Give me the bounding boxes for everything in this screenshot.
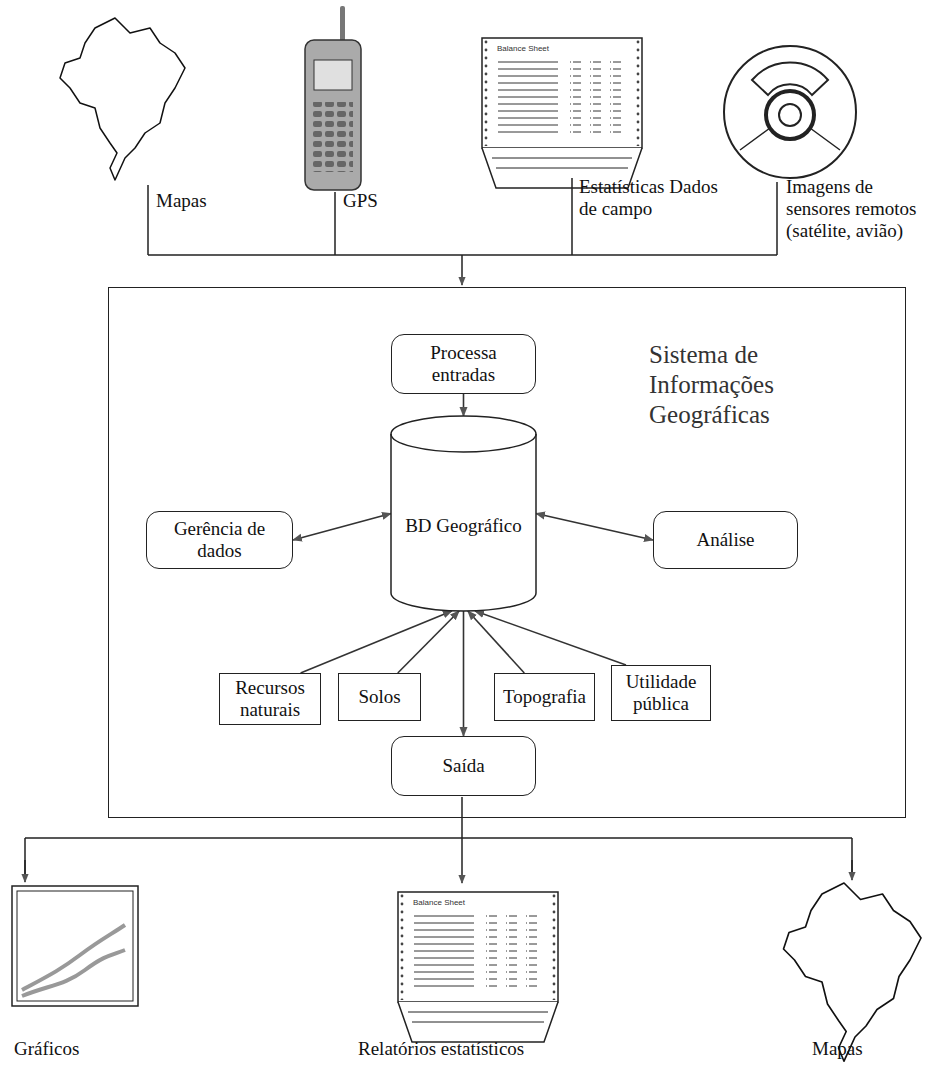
- box-label: Gerência de dados: [155, 518, 284, 562]
- input-label: Mapas: [156, 190, 207, 212]
- flow-arrow: [468, 611, 524, 673]
- process-box: Gerência de dados: [146, 511, 293, 569]
- box-label: BD Geográfico: [405, 515, 522, 537]
- sheet-title: Balance Sheet: [497, 44, 549, 53]
- output-label: Mapas: [812, 1038, 863, 1060]
- process-box: Saída: [391, 736, 536, 796]
- data-layer-box: Utilidade pública: [611, 665, 711, 721]
- flow-arrow: [536, 514, 653, 541]
- output-label: Relatórios estatísticos: [358, 1038, 524, 1060]
- box-label: Análise: [696, 529, 754, 551]
- data-layer-box: Topografia: [494, 673, 595, 721]
- box-label: Processa entradas: [400, 342, 527, 386]
- box-label: Solos: [358, 686, 400, 708]
- box-label: Saída: [442, 755, 484, 777]
- flow-arrow: [463, 611, 465, 736]
- database-cylinder: BD Geográfico: [391, 416, 536, 611]
- input-label: GPS: [343, 190, 378, 212]
- input-label: Imagens de sensores remotos (satélite, a…: [786, 176, 940, 242]
- data-layer-box: Solos: [338, 673, 421, 721]
- flow-arrow: [463, 394, 465, 416]
- data-layer-box: Recursos naturais: [219, 673, 321, 725]
- process-box: Processa entradas: [391, 334, 536, 394]
- cylinder-outline: [391, 416, 536, 611]
- box-label: Utilidade pública: [618, 671, 704, 715]
- output-label: Gráficos: [14, 1038, 79, 1060]
- flow-arrow: [475, 611, 626, 665]
- box-label: Recursos naturais: [226, 677, 314, 721]
- system-title: Sistema de Informações Geográficas: [649, 340, 829, 430]
- sheet-title: Balance Sheet: [413, 898, 465, 907]
- system-boundary: Sistema de Informações Geográficas Proces…: [108, 287, 906, 818]
- process-box: Análise: [653, 511, 798, 569]
- input-label: Estatísticas Dados de campo: [579, 176, 719, 220]
- box-label: Topografia: [503, 686, 586, 708]
- flow-arrow: [398, 611, 459, 673]
- flow-arrow: [293, 514, 391, 541]
